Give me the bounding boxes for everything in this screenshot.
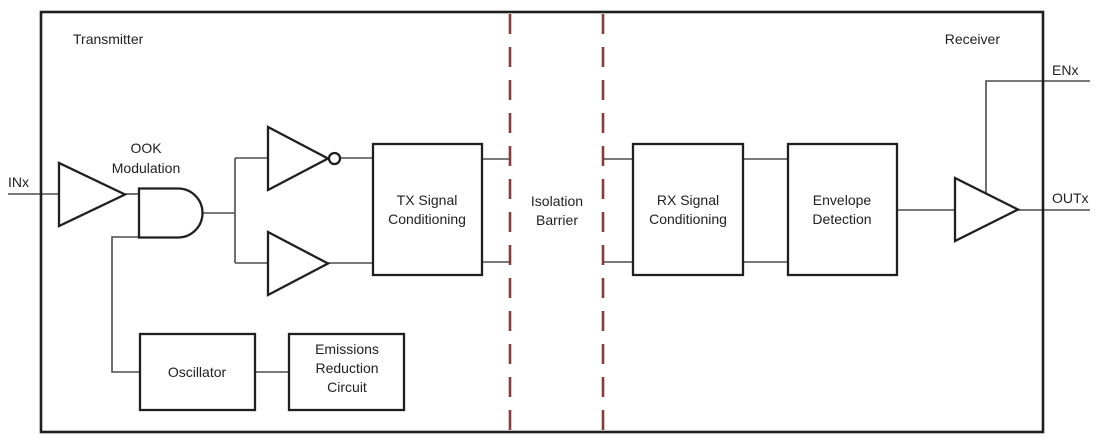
ook-modulation-label-line1: OOK — [130, 140, 162, 156]
oscillator-label: Oscillator — [168, 364, 227, 380]
input-buffer-gate — [57, 161, 128, 228]
ook-modulation-label-line2: Modulation — [112, 160, 181, 176]
oscillator-box — [138, 332, 257, 412]
isolation-barrier-label-line1: Isolation — [531, 193, 583, 209]
outx-pin-label: OUTx — [1052, 190, 1089, 206]
isolation-barrier: Isolation Barrier — [508, 14, 605, 430]
emissions-reduction-label-line1: Emissions — [315, 341, 379, 357]
and-gate — [137, 187, 204, 239]
emissions-reduction-label-line2: Reduction — [315, 360, 378, 376]
rx-signal-conditioning-label-line1: RX Signal — [657, 192, 719, 208]
enx-wire — [985, 80, 1090, 193]
envelope-detection-box — [786, 142, 899, 277]
emissions-reduction-label-line3: Circuit — [327, 379, 367, 395]
rx-signal-conditioning-box — [631, 142, 745, 277]
envelope-detection-label-line2: Detection — [812, 211, 871, 227]
isolation-barrier-label-line2: Barrier — [536, 212, 578, 228]
inx-pin-label: INx — [8, 174, 29, 190]
inverter-bubble-icon — [327, 151, 342, 166]
receiver-section: RX Signal Conditioning Envelope Detectio… — [631, 142, 1021, 277]
receiver-label: Receiver — [945, 31, 1001, 47]
transmitter-section: OOK Modulation TX Signal Conditioning Os… — [57, 125, 484, 412]
tx-signal-conditioning-label-line1: TX Signal — [397, 192, 458, 208]
rx-signal-conditioning-label-line2: Conditioning — [649, 211, 727, 227]
noninverting-buffer-gate — [266, 230, 331, 297]
enx-pin-label: ENx — [1052, 62, 1078, 78]
tx-signal-conditioning-label-line2: Conditioning — [388, 211, 466, 227]
tx-signal-conditioning-box — [371, 142, 484, 277]
inverter-gate — [266, 125, 331, 192]
envelope-detection-label-line1: Envelope — [813, 192, 872, 208]
output-buffer-gate — [953, 176, 1021, 243]
transmitter-label: Transmitter — [73, 31, 144, 47]
chip-boundary — [39, 10, 1045, 434]
wires — [8, 80, 1090, 373]
emissions-reduction-box — [287, 332, 406, 412]
oscillator-to-and-wire — [111, 236, 140, 373]
